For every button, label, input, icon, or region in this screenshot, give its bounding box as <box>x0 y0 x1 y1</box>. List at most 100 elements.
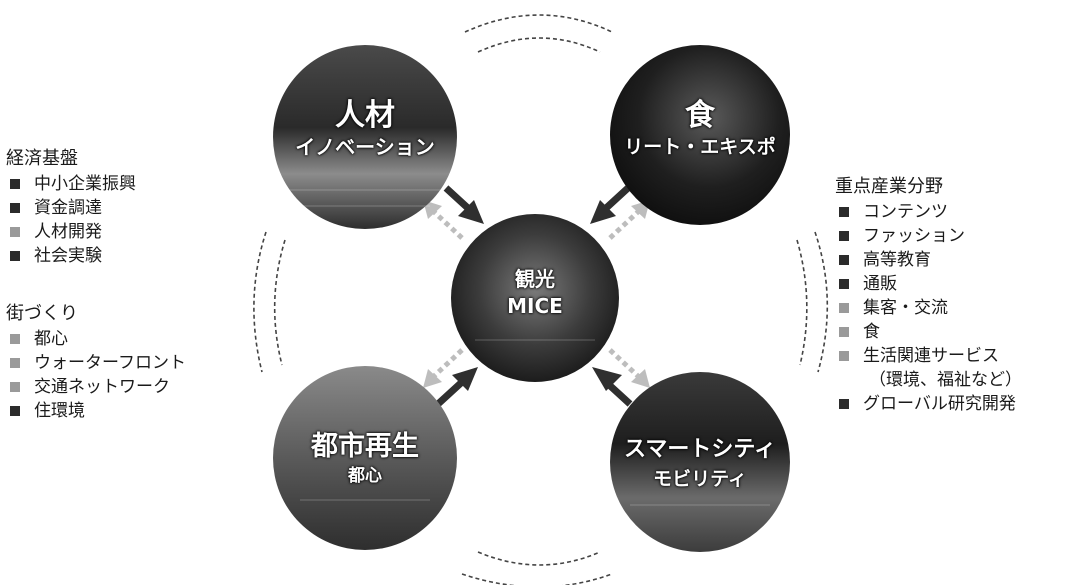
list-item: 社会実験 <box>6 244 136 268</box>
arc-left-outer <box>253 231 267 373</box>
arc-left-inner <box>273 239 286 366</box>
node-center: 観光 MICE <box>451 266 619 320</box>
node-bottom-left-subtitle: 都心 <box>348 466 382 486</box>
solid-arrow-top-left <box>443 185 473 213</box>
list-item-label: 交通ネットワーク <box>34 377 170 397</box>
list-item: 集客・交流 <box>835 296 1022 320</box>
node-circle-top-right <box>610 45 790 225</box>
node-top-left-subtitle: イノベーション <box>295 135 435 159</box>
decorative-arcs <box>253 14 829 585</box>
bullet-square-icon <box>10 382 20 392</box>
list-item: 生活関連サービス （環境、福祉など） <box>835 344 1022 392</box>
machi-items: 都心 ウォーターフロント 交通ネットワーク 住環境 <box>6 327 186 423</box>
bullet-square-icon <box>10 179 20 189</box>
keizai-items: 中小企業振興 資金調達 人材開発 社会実験 <box>6 172 136 268</box>
arc-right-inner <box>796 239 808 366</box>
list-item-sublabel: （環境、福祉など） <box>869 370 1022 390</box>
arc-top-outer <box>464 14 613 33</box>
solid-arrows <box>435 185 633 407</box>
list-item-label: 食 <box>863 322 880 342</box>
list-item-label: グローバル研究開発 <box>863 394 1016 414</box>
solid-arrow-top-right <box>601 185 631 213</box>
list-item: 住環境 <box>6 399 186 423</box>
node-circle-bottom-left <box>273 366 457 550</box>
dashed-arrow-top-right <box>608 208 642 240</box>
node-center-title: 観光 <box>515 267 555 291</box>
dashed-arrowhead-top-left <box>423 200 442 219</box>
bullet-square-icon <box>10 358 20 368</box>
list-item: ファッション <box>835 224 1022 248</box>
solid-arrow-heads <box>452 200 622 391</box>
list-item-label: 社会実験 <box>34 246 102 266</box>
list-item: ウォーターフロント <box>6 351 186 375</box>
bullet-square-icon <box>839 399 849 409</box>
list-item: 中小企業振興 <box>6 172 136 196</box>
node-bottom-right: スマートシティ モビリティ <box>610 435 790 493</box>
arc-top-inner <box>477 37 601 53</box>
node-circle-top-left <box>273 45 457 229</box>
bullet-square-icon <box>839 279 849 289</box>
list-item: 通販 <box>835 272 1022 296</box>
list-item: グローバル研究開発 <box>835 392 1022 416</box>
list-item: 高等教育 <box>835 248 1022 272</box>
bullet-square-icon <box>839 351 849 361</box>
node-top-left: 人材 イノベーション <box>273 98 457 160</box>
bullet-square-icon <box>839 327 849 337</box>
dashed-arrows <box>430 208 642 380</box>
photo-texture <box>290 189 770 506</box>
bullet-square-icon <box>10 227 20 237</box>
node-bottom-left: 都市再生 都心 <box>273 430 457 488</box>
list-item-label: 都心 <box>34 329 68 349</box>
bullet-square-icon <box>839 207 849 217</box>
list-item-label: 集客・交流 <box>863 298 948 318</box>
bullet-square-icon <box>10 251 20 261</box>
list-item: コンテンツ <box>835 200 1022 224</box>
node-bottom-left-title: 都市再生 <box>311 431 419 462</box>
sangyo-heading: 重点産業分野 <box>835 176 943 197</box>
list-item: 人材開発 <box>6 220 136 244</box>
sangyo-list: 重点産業分野 コンテンツ ファッション 高等教育 通販 集客・交流 食 生活関連… <box>835 176 1022 416</box>
solid-arrowhead-top-left <box>458 200 484 224</box>
node-bottom-right-title: スマートシティ <box>623 437 777 462</box>
dashed-arrow-top-left <box>430 208 464 240</box>
list-item-label: 高等教育 <box>863 250 931 270</box>
node-circle-bottom-right <box>610 372 790 552</box>
list-item-label: ファッション <box>863 226 965 246</box>
dashed-arrowhead-bottom-left <box>423 369 442 388</box>
bullet-square-icon <box>839 255 849 265</box>
bullet-square-icon <box>10 203 20 213</box>
node-bottom-right-subtitle: モビリティ <box>653 468 747 490</box>
list-item-label: 中小企業振興 <box>34 174 136 194</box>
sangyo-items: コンテンツ ファッション 高等教育 通販 集客・交流 食 生活関連サービス （環境… <box>835 200 1022 416</box>
list-item-label: 人材開発 <box>34 222 102 242</box>
list-item-label: 資金調達 <box>34 198 102 218</box>
keizai-heading: 経済基盤 <box>6 148 78 169</box>
solid-arrowhead-bottom-left <box>452 367 478 391</box>
bullet-square-icon <box>839 231 849 241</box>
dashed-arrow-bottom-right <box>608 348 642 380</box>
list-item: 資金調達 <box>6 196 136 220</box>
node-top-right-title: 食 <box>685 98 715 133</box>
list-item-label: 住環境 <box>34 401 85 421</box>
dashed-arrow-bottom-left <box>430 348 464 380</box>
node-circle-center <box>451 214 619 382</box>
arc-right-outer <box>814 231 829 373</box>
node-center-subtitle: MICE <box>507 294 563 318</box>
bullet-square-icon <box>10 406 20 416</box>
machi-list: 街づくり 都心 ウォーターフロント 交通ネットワーク 住環境 <box>6 303 186 423</box>
list-item: 食 <box>835 320 1022 344</box>
keizai-list: 経済基盤 中小企業振興 資金調達 人材開発 社会実験 <box>6 148 136 268</box>
bullet-square-icon <box>839 303 849 313</box>
machi-heading: 街づくり <box>6 303 78 324</box>
list-item-label: 生活関連サービス <box>863 346 999 366</box>
list-item: 交通ネットワーク <box>6 375 186 399</box>
bullet-square-icon <box>10 334 20 344</box>
node-top-right: 食 リート・エキスポ <box>610 98 790 160</box>
solid-arrow-bottom-left <box>435 379 465 407</box>
list-item: 都心 <box>6 327 186 351</box>
arc-bottom-outer <box>461 573 613 585</box>
node-top-left-title: 人材 <box>335 98 395 133</box>
list-item-label: 通販 <box>863 274 897 294</box>
